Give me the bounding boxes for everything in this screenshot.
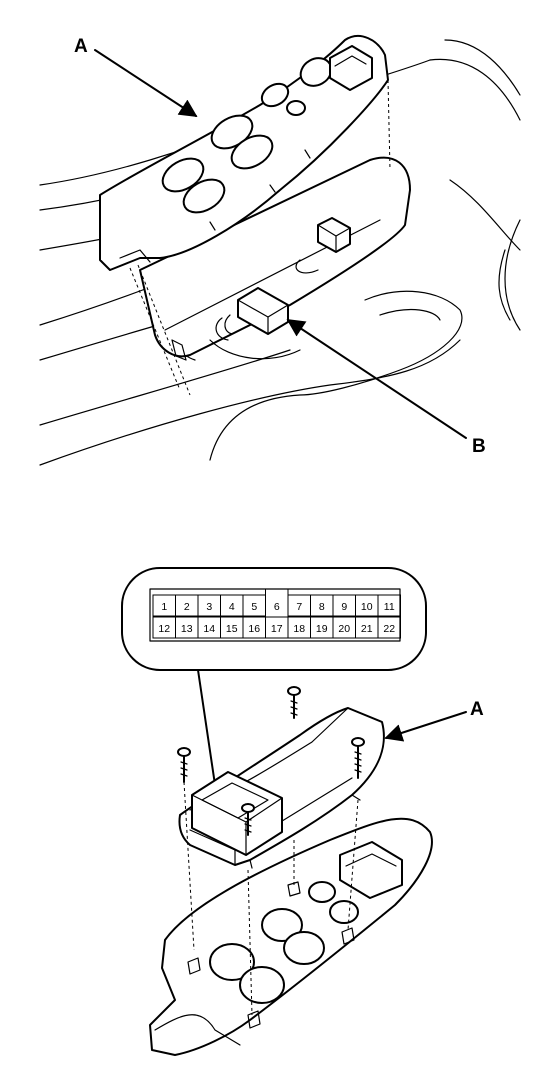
pin-label-6: 6 [274, 601, 280, 613]
callout-a-bottom-arrow [384, 711, 467, 742]
pin-label-10: 10 [361, 601, 373, 613]
pin-label-1: 1 [161, 601, 167, 613]
pin-label-19: 19 [316, 623, 328, 635]
screw-1 [177, 747, 195, 951]
pin-label-17: 17 [271, 623, 283, 635]
pin-label-12: 12 [158, 623, 170, 635]
pin-label-7: 7 [296, 601, 302, 613]
callout-a-top-arrow [94, 49, 198, 117]
pin-label-22: 22 [383, 623, 395, 635]
pin-label-16: 16 [248, 623, 260, 635]
pin-label-4: 4 [229, 601, 235, 613]
screw-2 [287, 686, 301, 885]
pin-label-15: 15 [226, 623, 238, 635]
callout-b: B [472, 436, 486, 457]
callout-a-bottom: A [470, 699, 484, 720]
pin-label-9: 9 [341, 601, 347, 613]
pin-label-13: 13 [181, 623, 193, 635]
callout-a-top: A [74, 36, 88, 57]
screw-4 [347, 737, 365, 931]
pin-label-21: 21 [361, 623, 373, 635]
switch-assembly-exploded [149, 686, 433, 1056]
pin-label-3: 3 [206, 601, 212, 613]
pin-label-2: 2 [184, 601, 190, 613]
screw-3 [241, 803, 255, 1016]
callout-b-arrow [286, 319, 467, 439]
pin-label-11: 11 [384, 601, 395, 613]
pin-label-20: 20 [338, 623, 350, 635]
door-trim-installed-view [39, 35, 521, 466]
pin-label-5: 5 [251, 601, 257, 613]
pin-label-18: 18 [293, 623, 305, 635]
pin-label-14: 14 [203, 623, 215, 635]
pin-label-8: 8 [319, 601, 325, 613]
